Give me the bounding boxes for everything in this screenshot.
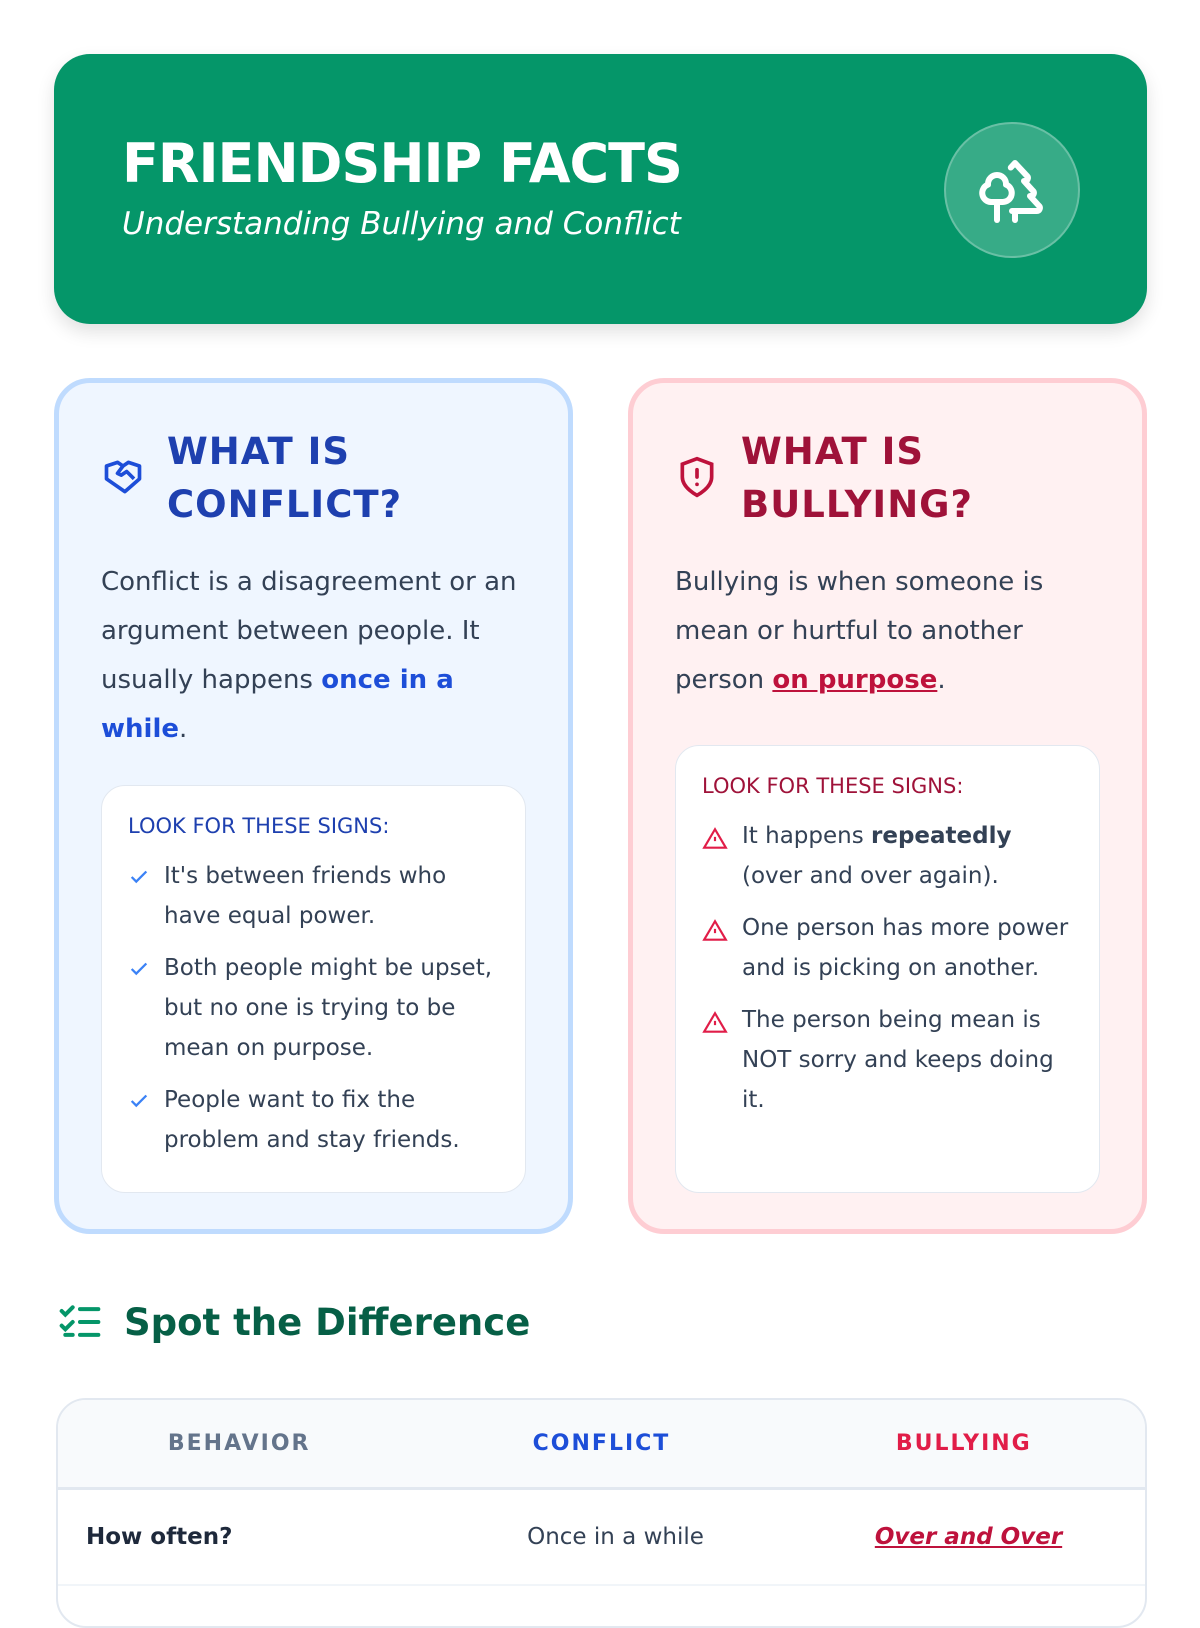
warning-icon [702, 919, 728, 941]
signs-heading: LOOK FOR THESE SIGNS: [702, 774, 964, 798]
conflict-signs-box: LOOK FOR THESE SIGNS: It's between frien… [101, 785, 526, 1193]
table-cell: How often? [86, 1524, 233, 1550]
table-header: BEHAVIOR CONFLICT BULLYING [58, 1400, 1145, 1490]
header-banner: FRIENDSHIP FACTS Understanding Bullying … [54, 54, 1147, 324]
check-icon [130, 870, 148, 884]
table-cell: Once in a while [527, 1524, 704, 1550]
table-row: How often? Once in a while Over and Over [58, 1490, 1145, 1586]
trees-icon [944, 122, 1080, 258]
bullying-signs-box: LOOK FOR THESE SIGNS: It happens repeate… [675, 745, 1100, 1193]
table-cell: Over and Over [874, 1524, 1063, 1550]
page-title: FRIENDSHIP FACTS [122, 132, 683, 195]
comparison-table: BEHAVIOR CONFLICT BULLYING How often? On… [56, 1398, 1147, 1628]
list-item: People want to fix the problem and stay … [128, 1080, 499, 1160]
check-icon [130, 962, 148, 976]
list-item: One person has more power and is picking… [702, 908, 1073, 988]
check-icon [130, 1094, 148, 1108]
page-subtitle: Understanding Bullying and Conflict [122, 206, 681, 242]
list-item: Both people might be upset, but no one i… [128, 948, 499, 1068]
section-heading: Spot the Difference [56, 1300, 530, 1344]
list-checks-icon [59, 1305, 101, 1337]
warning-icon [702, 827, 728, 849]
list-item: It's between friends who have equal powe… [128, 856, 499, 936]
list-item: The person being mean is NOT sorry and k… [702, 1000, 1073, 1120]
column-header: BULLYING [895, 1431, 1032, 1456]
column-header: BEHAVIOR [167, 1431, 311, 1456]
signs-heading: LOOK FOR THESE SIGNS: [128, 814, 390, 838]
bullying-description: Bullying is when someone is mean or hurt… [675, 567, 1044, 695]
column-header: CONFLICT [532, 1431, 671, 1456]
shield-alert-icon [675, 455, 719, 503]
handshake-icon [101, 455, 145, 503]
warning-icon [702, 1011, 728, 1033]
conflict-description: Conflict is a disagreement or an argumen… [101, 567, 517, 744]
list-item: It happens repeatedly (over and over aga… [702, 816, 1073, 896]
